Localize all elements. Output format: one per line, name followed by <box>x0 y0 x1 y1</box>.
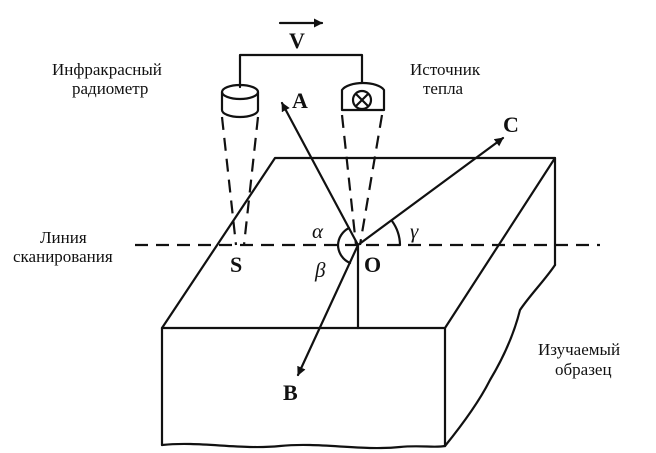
point-o-label: O <box>364 252 381 277</box>
radiometer-label-line2: радиометр <box>72 79 148 98</box>
source-label-line2: тепла <box>423 79 464 98</box>
radiometer-cone-right <box>242 116 260 246</box>
point-s-label: S <box>230 252 242 277</box>
angle-beta-label: β <box>314 258 326 282</box>
angle-alpha-label: α <box>312 219 324 243</box>
radiometer-cone-left <box>220 116 238 246</box>
angle-alpha-arc <box>336 226 351 247</box>
sample-block <box>160 156 557 450</box>
sample-label-line1: Изучаемый <box>538 340 620 359</box>
connecting-wire <box>238 53 364 89</box>
angle-gamma-arc <box>390 219 402 247</box>
scan-line-label-line1: Линия <box>40 228 87 247</box>
source-beam-right <box>358 114 384 246</box>
point-a-label: A <box>292 88 308 113</box>
point-c-label: C <box>503 112 519 137</box>
circle-cross-icon <box>340 81 386 112</box>
cylinder-icon <box>220 83 260 119</box>
radiometer-label-line1: Инфракрасный <box>52 60 162 79</box>
sample-label-line2: образец <box>555 360 612 379</box>
point-b-label: B <box>283 380 298 405</box>
arrow-oa <box>280 101 360 247</box>
side-broken-edge <box>443 263 557 448</box>
arrow-ob <box>296 243 360 377</box>
scan-line-label-line2: сканирования <box>13 247 113 266</box>
front-broken-edge <box>160 442 447 450</box>
angle-gamma-label: γ <box>410 219 419 243</box>
velocity-label: V <box>289 28 305 53</box>
angle-beta-arc <box>336 243 352 265</box>
source-label-line1: Источник <box>410 60 481 79</box>
source-beam-left <box>340 114 358 246</box>
arrow-oc <box>356 136 505 247</box>
